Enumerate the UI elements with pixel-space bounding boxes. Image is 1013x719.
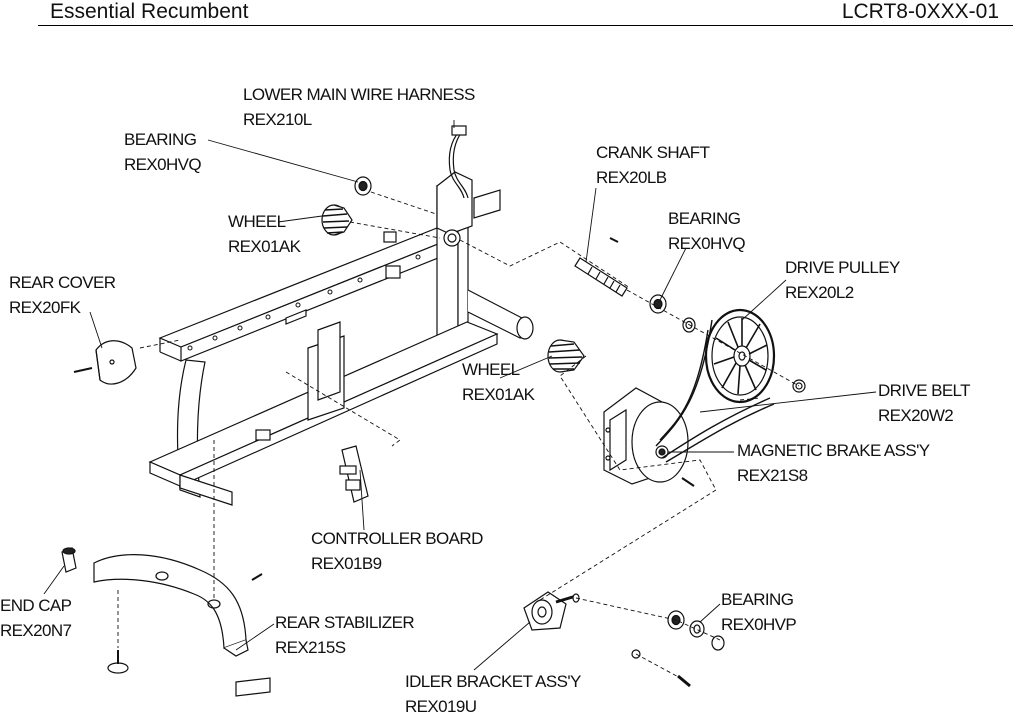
leader-lines <box>43 120 877 671</box>
label-wheel-front: WHEEL REX01AK <box>462 357 535 407</box>
label-bearing-idler: BEARING REX0HVP <box>721 587 797 637</box>
bearing-idler-part <box>631 610 725 688</box>
part-code: REX215S <box>275 638 346 657</box>
part-name: BEARING <box>124 130 197 149</box>
drive-pulley-part <box>704 308 806 404</box>
part-code: REX20L2 <box>785 283 854 302</box>
part-code: REX0HVP <box>721 615 797 634</box>
model-number: LCRT8-0XXX-01 <box>841 0 999 23</box>
part-code: REX20W2 <box>878 406 954 425</box>
label-end-cap: END CAP REX20N7 <box>0 593 72 643</box>
rear-cover-part <box>73 340 137 385</box>
part-name: WHEEL <box>462 360 520 379</box>
wheel-front-part <box>547 339 585 373</box>
bearing-crank-part <box>649 294 696 333</box>
label-idler-bracket: IDLER BRACKET ASS'Y REX019U <box>405 669 581 719</box>
part-code: REX21S8 <box>737 466 808 485</box>
label-rear-stabilizer: REAR STABILIZER REX215S <box>275 610 415 660</box>
part-code: REX20N7 <box>0 621 72 640</box>
part-name: IDLER BRACKET ASS'Y <box>405 672 581 691</box>
part-code: REX20FK <box>9 298 81 317</box>
part-name: REAR STABILIZER <box>275 613 415 632</box>
wheel-top-part <box>321 204 353 236</box>
page-header: Essential Recumbent LCRT8-0XXX-01 <box>0 0 1013 26</box>
crank-shaft-part <box>574 237 628 297</box>
part-code: REX01B9 <box>311 554 382 573</box>
part-name: CONTROLLER BOARD <box>311 529 483 548</box>
part-name: BEARING <box>668 209 741 228</box>
wire-harness-part <box>448 125 469 199</box>
bearing-top-part <box>354 176 372 196</box>
controller-board-part <box>339 445 369 503</box>
document-title: Essential Recumbent <box>50 0 249 23</box>
label-crank-shaft: CRANK SHAFT REX20LB <box>596 140 710 190</box>
label-drive-pulley: DRIVE PULLEY REX20L2 <box>785 255 900 305</box>
part-name: DRIVE BELT <box>878 381 971 400</box>
part-code: REX019U <box>405 697 477 716</box>
part-name: BEARING <box>721 590 794 609</box>
part-name: DRIVE PULLEY <box>785 258 900 277</box>
rear-stabilizer-part <box>93 554 271 697</box>
end-cap-part <box>61 547 77 573</box>
part-name: END CAP <box>0 596 72 615</box>
part-code: REX0HVQ <box>668 234 746 253</box>
label-lower-main-wire-harness: LOWER MAIN WIRE HARNESS REX210L <box>243 82 475 132</box>
magnetic-brake-part <box>603 319 775 487</box>
part-name: MAGNETIC BRAKE ASS'Y <box>737 441 930 460</box>
part-code: REX01AK <box>462 385 535 404</box>
main-frame <box>148 171 534 506</box>
label-controller-board: CONTROLLER BOARD REX01B9 <box>311 526 483 576</box>
assembly-guide-lines <box>117 191 800 681</box>
label-bearing-top: BEARING REX0HVQ <box>124 127 202 177</box>
part-code: REX01AK <box>228 237 301 256</box>
part-code: REX20LB <box>596 168 667 187</box>
part-name: CRANK SHAFT <box>596 143 710 162</box>
part-name: REAR COVER <box>9 273 116 292</box>
part-code: REX0HVQ <box>124 155 202 174</box>
part-name: WHEEL <box>228 212 286 231</box>
part-code: REX210L <box>243 110 312 129</box>
label-magnetic-brake: MAGNETIC BRAKE ASS'Y REX21S8 <box>737 438 930 488</box>
header-rule <box>38 25 1013 26</box>
label-drive-belt: DRIVE BELT REX20W2 <box>878 378 971 428</box>
label-rear-cover: REAR COVER REX20FK <box>9 270 116 320</box>
part-name: LOWER MAIN WIRE HARNESS <box>243 85 475 104</box>
label-bearing-crank: BEARING REX0HVQ <box>668 206 746 256</box>
label-wheel-top: WHEEL REX01AK <box>228 209 301 259</box>
idler-bracket-part <box>523 591 580 631</box>
